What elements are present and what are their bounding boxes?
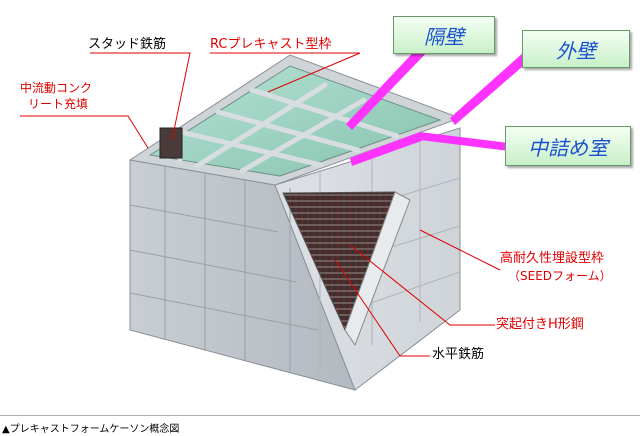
stud-rebar-pocket (159, 127, 183, 159)
callout-filling-chamber: 中詰め室 (505, 126, 631, 166)
partition-wall-grid (177, 82, 400, 174)
label-concrete-fill-line2: リート充填 (28, 97, 89, 111)
front-face-joints (129, 166, 319, 372)
figure-caption: ▲プレキャストフォームケーソン概念図 (2, 424, 180, 435)
caption-divider (0, 415, 640, 416)
label-rc-precast-form: RCプレキャスト型枠 (210, 37, 332, 52)
leader-lines (20, 52, 501, 357)
callout-partition-wall: 隔壁 (393, 16, 495, 54)
callout-outer-wall: 外壁 (522, 30, 630, 68)
label-h-steel: 突起付きH形鋼 (496, 317, 584, 332)
label-concrete-fill-line1: 中流動コンク (20, 81, 93, 95)
callout-partition-wall-text: 隔壁 (424, 24, 464, 49)
callout-arrows (346, 40, 530, 166)
label-seed-form-line1: 高耐久性埋設型枠 (500, 251, 605, 266)
label-seed-form-line2: （SEEDフォーム） (508, 269, 612, 283)
label-horizontal-rebar: 水平鉄筋 (432, 347, 485, 362)
callout-outer-wall-text: 外壁 (556, 38, 596, 63)
callout-filling-chamber-text: 中詰め室 (528, 135, 608, 160)
cutaway-form-edge (344, 191, 411, 347)
label-stud-rebar: スタッド鉄筋 (88, 37, 167, 52)
